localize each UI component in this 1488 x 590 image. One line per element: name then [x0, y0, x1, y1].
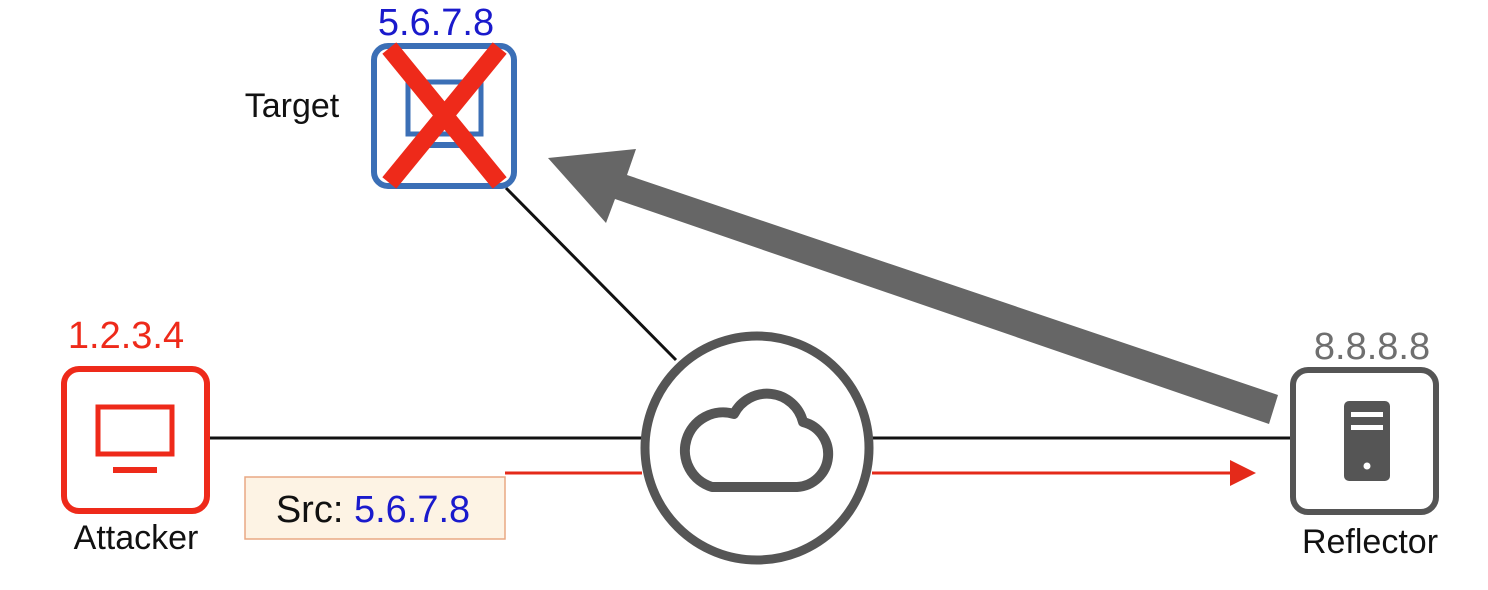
attacker-ip: 1.2.3.4 [68, 315, 184, 357]
target-node: 5.6.7.8 Target [245, 2, 517, 189]
packet-src-text: Src: 5.6.7.8 [276, 489, 470, 531]
attacker-node: 1.2.3.4 Attacker [61, 315, 210, 557]
down-cross-icon [382, 42, 507, 189]
target-ip: 5.6.7.8 [378, 2, 494, 44]
internet-node [640, 331, 874, 565]
cloud-icon [679, 388, 834, 492]
packet-src-ip: 5.6.7.8 [354, 489, 470, 531]
attacker-label: Attacker [74, 519, 199, 557]
reflector-label: Reflector [1302, 523, 1438, 561]
request-arrowhead [1230, 460, 1256, 486]
packet-src-prefix: Src: [276, 489, 354, 531]
reflector-ip: 8.8.8.8 [1314, 326, 1430, 368]
attacker-box [61, 366, 210, 514]
spoofed-request-arrow [505, 460, 1256, 486]
reflected-response-arrow [548, 149, 1278, 424]
monitor-icon [95, 404, 175, 473]
link-target-cloud [504, 186, 678, 362]
target-label: Target [245, 87, 340, 125]
server-icon [1344, 401, 1390, 481]
reflector-node: 8.8.8.8 Reflector [1290, 326, 1439, 561]
internet-circle [640, 331, 874, 565]
spoofed-packet-label: Src: 5.6.7.8 [244, 476, 506, 540]
packet-label-box [244, 476, 506, 540]
